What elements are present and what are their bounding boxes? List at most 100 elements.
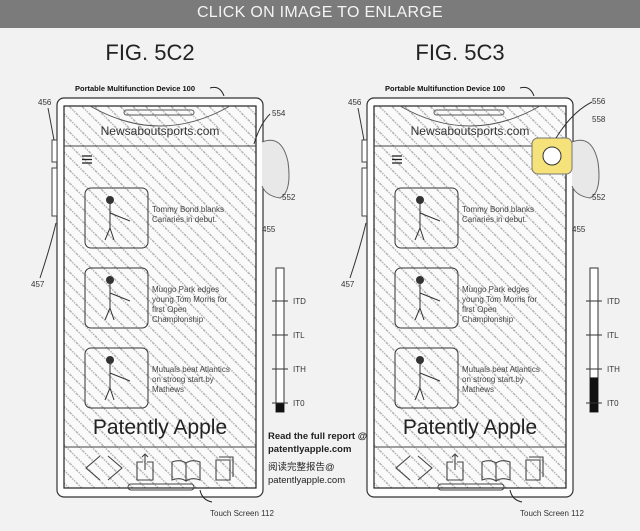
ref-558: 558	[592, 115, 606, 124]
figure-title: FIG. 5C3	[415, 40, 504, 65]
bookmarks-icon[interactable]	[171, 460, 201, 483]
stick-figure	[414, 203, 441, 241]
ref-456: 456	[38, 98, 52, 107]
back-icon[interactable]	[85, 455, 101, 481]
share-icon[interactable]	[136, 453, 154, 481]
forward-icon[interactable]	[107, 455, 123, 481]
ref-456: 456	[348, 98, 362, 107]
bookmarks-icon[interactable]	[481, 460, 511, 483]
tabs-icon[interactable]	[525, 456, 544, 481]
report-link[interactable]: patentlyapple.com	[268, 444, 352, 455]
leader	[357, 107, 365, 141]
figure-head	[416, 276, 424, 284]
leader	[349, 222, 367, 279]
side-button	[51, 139, 58, 163]
notch	[399, 105, 541, 127]
headline-line: Tommy Bond blanks	[152, 205, 224, 214]
headline-line: on strong start by	[152, 375, 214, 384]
contact-icon	[542, 146, 562, 166]
threshold-itl: ITL	[293, 331, 305, 340]
side-button	[361, 167, 368, 217]
touch-screen	[63, 105, 257, 489]
stick-figure	[104, 203, 131, 241]
brand-text: Patently Apple	[403, 416, 537, 439]
report-line1: Read the full report @	[268, 431, 367, 442]
headline-line: Canaries in debut.	[462, 215, 527, 224]
story-thumbnail	[394, 187, 459, 249]
headline-line: Mutuals beat Atlantics	[462, 365, 540, 374]
headline-line: Mungo Park edges	[462, 285, 529, 294]
figure-head	[416, 356, 424, 364]
report-link-2[interactable]: patentlyapple.com	[268, 475, 346, 486]
story-thumbnail	[394, 347, 459, 409]
site-title: Newsaboutsports.com	[101, 124, 220, 138]
device-label: Portable Multifunction Device 100	[75, 84, 195, 93]
threshold-itd: ITD	[607, 297, 620, 306]
report-line3: 阅读完整报告@	[268, 462, 335, 473]
headline-line: Championship	[152, 315, 204, 324]
ref-552: 552	[592, 193, 606, 202]
forward-icon[interactable]	[417, 455, 433, 481]
touch-leader	[199, 489, 213, 503]
story-thumbnail	[84, 187, 149, 249]
figure-title: FIG. 5C2	[105, 40, 194, 65]
stick-figure	[414, 363, 441, 401]
touch-screen-label: Touch Screen 112	[210, 509, 274, 518]
notch	[89, 105, 231, 127]
stick-figure	[104, 283, 131, 321]
site-title: Newsaboutsports.com	[411, 124, 530, 138]
ref-457: 457	[341, 280, 355, 289]
intensity-fill	[276, 403, 284, 412]
threshold-it0: IT0	[293, 399, 305, 408]
side-button	[51, 167, 58, 217]
leader	[555, 101, 593, 139]
ref-455: 455	[262, 225, 276, 234]
ref-556: 556	[592, 97, 606, 106]
ref-455: 455	[572, 225, 586, 234]
figure-head	[106, 356, 114, 364]
threshold-itl: ITL	[607, 331, 619, 340]
leader	[253, 113, 271, 145]
headline-line: Championship	[462, 315, 514, 324]
threshold-ith: ITH	[293, 365, 306, 374]
intensity-fill	[590, 377, 598, 412]
ref-552: 552	[282, 193, 296, 202]
story-thumbnail	[394, 267, 459, 329]
touch-leader	[509, 489, 523, 503]
headline-line: young Tom Morris for	[462, 295, 537, 304]
finger-icon	[571, 139, 600, 199]
headline-line: first Open	[152, 305, 187, 314]
touch-screen-label: Touch Screen 112	[520, 509, 584, 518]
headline-line: Mutuals beat Atlantics	[152, 365, 230, 374]
headline-line: first Open	[462, 305, 497, 314]
tabs-icon[interactable]	[215, 456, 234, 481]
leader	[47, 107, 55, 141]
headline-line: Mathews	[152, 385, 184, 394]
share-icon[interactable]	[446, 453, 464, 481]
leader-arrow	[209, 86, 225, 97]
headline-line: Mathews	[462, 385, 494, 394]
figure-head	[416, 196, 424, 204]
home-indicator	[127, 483, 195, 491]
report-note: Read the full report @ patentlyapple.com…	[268, 430, 367, 487]
threshold-itd: ITD	[293, 297, 306, 306]
story-thumbnail	[84, 267, 149, 329]
threshold-it0: IT0	[607, 399, 619, 408]
leader	[39, 222, 57, 279]
back-icon[interactable]	[395, 455, 411, 481]
headline-line: Mungo Park edges	[152, 285, 219, 294]
ref-554: 554	[272, 109, 286, 118]
headline-line: young Tom Morris for	[152, 295, 227, 304]
headline-line: on strong start by	[462, 375, 524, 384]
threshold-ith: ITH	[607, 365, 620, 374]
ref-457: 457	[31, 280, 45, 289]
enlarge-banner[interactable]: CLICK ON IMAGE TO ENLARGE	[0, 0, 640, 28]
